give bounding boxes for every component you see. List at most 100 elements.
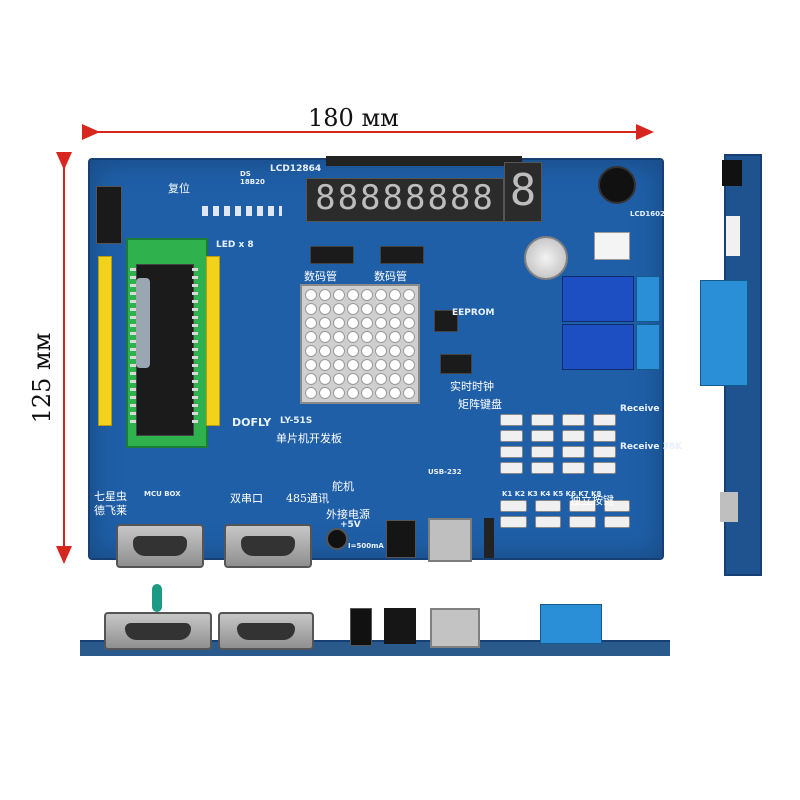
matrix-led bbox=[389, 345, 401, 357]
keypad-key[interactable] bbox=[500, 430, 523, 442]
lcd12864-label: LCD12864 bbox=[270, 164, 322, 174]
matrix-led bbox=[347, 345, 359, 357]
keypad-key[interactable] bbox=[593, 462, 616, 474]
independent-keys[interactable] bbox=[500, 500, 630, 528]
independent-key[interactable] bbox=[569, 500, 596, 512]
black-header bbox=[96, 186, 122, 244]
zif-lever bbox=[136, 278, 150, 368]
plus5v-label: +5V bbox=[340, 520, 361, 530]
buzzer bbox=[598, 166, 636, 204]
matrix-led bbox=[319, 373, 331, 385]
matrix-led bbox=[375, 317, 387, 329]
matrix-led bbox=[389, 359, 401, 371]
usb232-label: USB-232 bbox=[428, 468, 462, 476]
mcu-pins-right bbox=[192, 268, 198, 428]
left-yellow-header-2 bbox=[206, 256, 220, 426]
ic-driver-2 bbox=[380, 246, 424, 264]
independent-key[interactable] bbox=[534, 500, 561, 512]
matrix-led bbox=[403, 317, 415, 329]
usb-b-port bbox=[428, 518, 472, 562]
eeprom-label: EEPROM bbox=[452, 308, 495, 318]
matrix-led bbox=[319, 303, 331, 315]
matrix-led bbox=[403, 359, 415, 371]
model-label: LY-51S bbox=[280, 416, 313, 426]
matrix-keypad-label: 矩阵键盘 bbox=[458, 398, 502, 411]
matrix-led bbox=[319, 317, 331, 329]
keypad-key[interactable] bbox=[500, 462, 523, 474]
keypad-key[interactable] bbox=[531, 414, 554, 426]
keypad-key[interactable] bbox=[500, 414, 523, 426]
matrix-led bbox=[305, 345, 317, 357]
bottom-dc-jack bbox=[384, 608, 416, 644]
matrix-led bbox=[389, 373, 401, 385]
ic-rtc bbox=[440, 354, 472, 374]
power-switch bbox=[484, 518, 494, 558]
matrix-led bbox=[333, 303, 345, 315]
keypad-key[interactable] bbox=[562, 430, 585, 442]
keypad-key[interactable] bbox=[531, 446, 554, 458]
relay-terminal-1 bbox=[636, 276, 660, 322]
independent-key[interactable] bbox=[534, 516, 561, 528]
independent-key[interactable] bbox=[500, 500, 527, 512]
matrix-led bbox=[333, 289, 345, 301]
matrix-led bbox=[361, 303, 373, 315]
seven-segment-display: 88888888 bbox=[306, 178, 504, 222]
dev-board-side-view bbox=[700, 154, 762, 576]
led-matrix-8x8 bbox=[300, 284, 420, 404]
independent-key[interactable] bbox=[500, 516, 527, 528]
matrix-led bbox=[319, 387, 331, 399]
matrix-led bbox=[389, 289, 401, 301]
independent-key[interactable] bbox=[603, 500, 630, 512]
matrix-led bbox=[375, 387, 387, 399]
side-usb bbox=[720, 492, 738, 522]
matrix-led bbox=[375, 359, 387, 371]
matrix-keypad[interactable] bbox=[500, 414, 616, 474]
independent-key[interactable] bbox=[569, 516, 596, 528]
external-power-label: 外接电源 bbox=[326, 508, 370, 521]
db9-connector-right bbox=[224, 524, 312, 568]
white-connector bbox=[594, 232, 630, 260]
matrix-led bbox=[361, 387, 373, 399]
width-label: 180 мм bbox=[308, 104, 399, 132]
led-x8-label: LED x 8 bbox=[216, 240, 254, 250]
matrix-led bbox=[305, 331, 317, 343]
dev-board-top-view: LCD12864 LCD1602 DS 18B20 复位 88888888 8 … bbox=[88, 156, 682, 568]
bottom-capacitor bbox=[350, 608, 372, 646]
keypad-key[interactable] bbox=[562, 414, 585, 426]
independent-keys-label: 独立按键 bbox=[570, 494, 614, 507]
keypad-key[interactable] bbox=[500, 446, 523, 458]
electrolytic-capacitor bbox=[326, 528, 348, 550]
matrix-led bbox=[347, 317, 359, 329]
keypad-key[interactable] bbox=[562, 446, 585, 458]
matrix-led bbox=[361, 345, 373, 357]
matrix-led bbox=[361, 359, 373, 371]
segment-label-right: 数码管 bbox=[374, 270, 407, 283]
matrix-led bbox=[333, 317, 345, 329]
board-name-label: 单片机开发板 bbox=[276, 432, 342, 445]
matrix-led bbox=[333, 373, 345, 385]
matrix-led bbox=[375, 289, 387, 301]
matrix-led bbox=[347, 289, 359, 301]
keypad-key[interactable] bbox=[593, 430, 616, 442]
keypad-key[interactable] bbox=[531, 462, 554, 474]
qixingchong-label: 七星虫 bbox=[94, 490, 127, 503]
matrix-led bbox=[389, 303, 401, 315]
keypad-key[interactable] bbox=[593, 446, 616, 458]
current-label: I=500mA bbox=[348, 542, 384, 550]
matrix-led bbox=[403, 303, 415, 315]
brand-label: DOFLY bbox=[232, 416, 272, 429]
independent-key[interactable] bbox=[603, 516, 630, 528]
matrix-led bbox=[305, 359, 317, 371]
matrix-led bbox=[375, 345, 387, 357]
keypad-key[interactable] bbox=[593, 414, 616, 426]
relay-terminal-2 bbox=[636, 324, 660, 370]
led-row bbox=[202, 206, 282, 216]
dual-serial-label: 双串口 bbox=[230, 492, 263, 505]
single-digit-display: 8 bbox=[504, 162, 542, 222]
keypad-key[interactable] bbox=[531, 430, 554, 442]
ic-driver-1 bbox=[310, 246, 354, 264]
keypad-key[interactable] bbox=[562, 462, 585, 474]
reset-label: 复位 bbox=[168, 182, 190, 195]
keys-row-label: K1 K2 K3 K4 K5 K6 K7 K8 bbox=[502, 490, 602, 498]
